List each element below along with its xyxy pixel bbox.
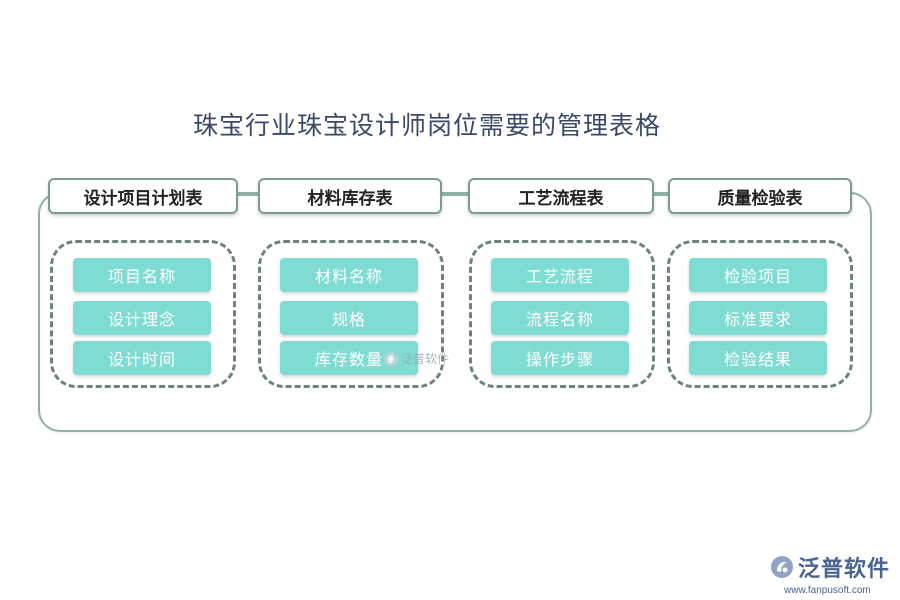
field-group-material-inventory — [258, 240, 444, 388]
brand-logo-icon — [771, 556, 793, 578]
table-header-process-flow: 工艺流程表 — [468, 178, 654, 214]
field-item: 工艺流程 — [491, 258, 629, 292]
field-item: 材料名称 — [280, 258, 418, 292]
tab-connector — [440, 193, 470, 196]
field-item: 检验结果 — [689, 341, 827, 375]
field-item: 设计理念 — [73, 301, 211, 335]
table-header-quality-inspection: 质量检验表 — [668, 178, 852, 214]
field-item: 检验项目 — [689, 258, 827, 292]
field-group-process-flow — [469, 240, 655, 388]
field-group-design-plan — [50, 240, 236, 388]
table-header-design-plan: 设计项目计划表 — [48, 178, 238, 214]
field-item: 流程名称 — [491, 301, 629, 335]
field-item: 操作步骤 — [491, 341, 629, 375]
brand-logo: 泛普软件 www.fanpusoft.com — [770, 551, 890, 596]
brand-name: 泛普软件 — [798, 557, 891, 582]
watermark-text: 泛普软件 — [401, 352, 450, 366]
field-item: 项目名称 — [73, 258, 211, 292]
field-item: 库存数量 — [280, 341, 418, 375]
diagram-title: 珠宝行业珠宝设计师岗位需要的管理表格 — [193, 111, 662, 140]
tab-connector — [236, 193, 262, 196]
field-item: 规格 — [280, 301, 418, 335]
table-header-material-inventory: 材料库存表 — [258, 178, 442, 214]
field-item: 设计时间 — [73, 341, 211, 375]
field-group-quality-inspection — [667, 240, 853, 388]
tab-connector — [652, 193, 670, 196]
field-item: 标准要求 — [689, 301, 827, 335]
watermark-logo-icon — [384, 351, 398, 366]
watermark: 泛普软件 — [384, 350, 449, 367]
brand-url: www.fanpusoft.com — [784, 585, 871, 596]
